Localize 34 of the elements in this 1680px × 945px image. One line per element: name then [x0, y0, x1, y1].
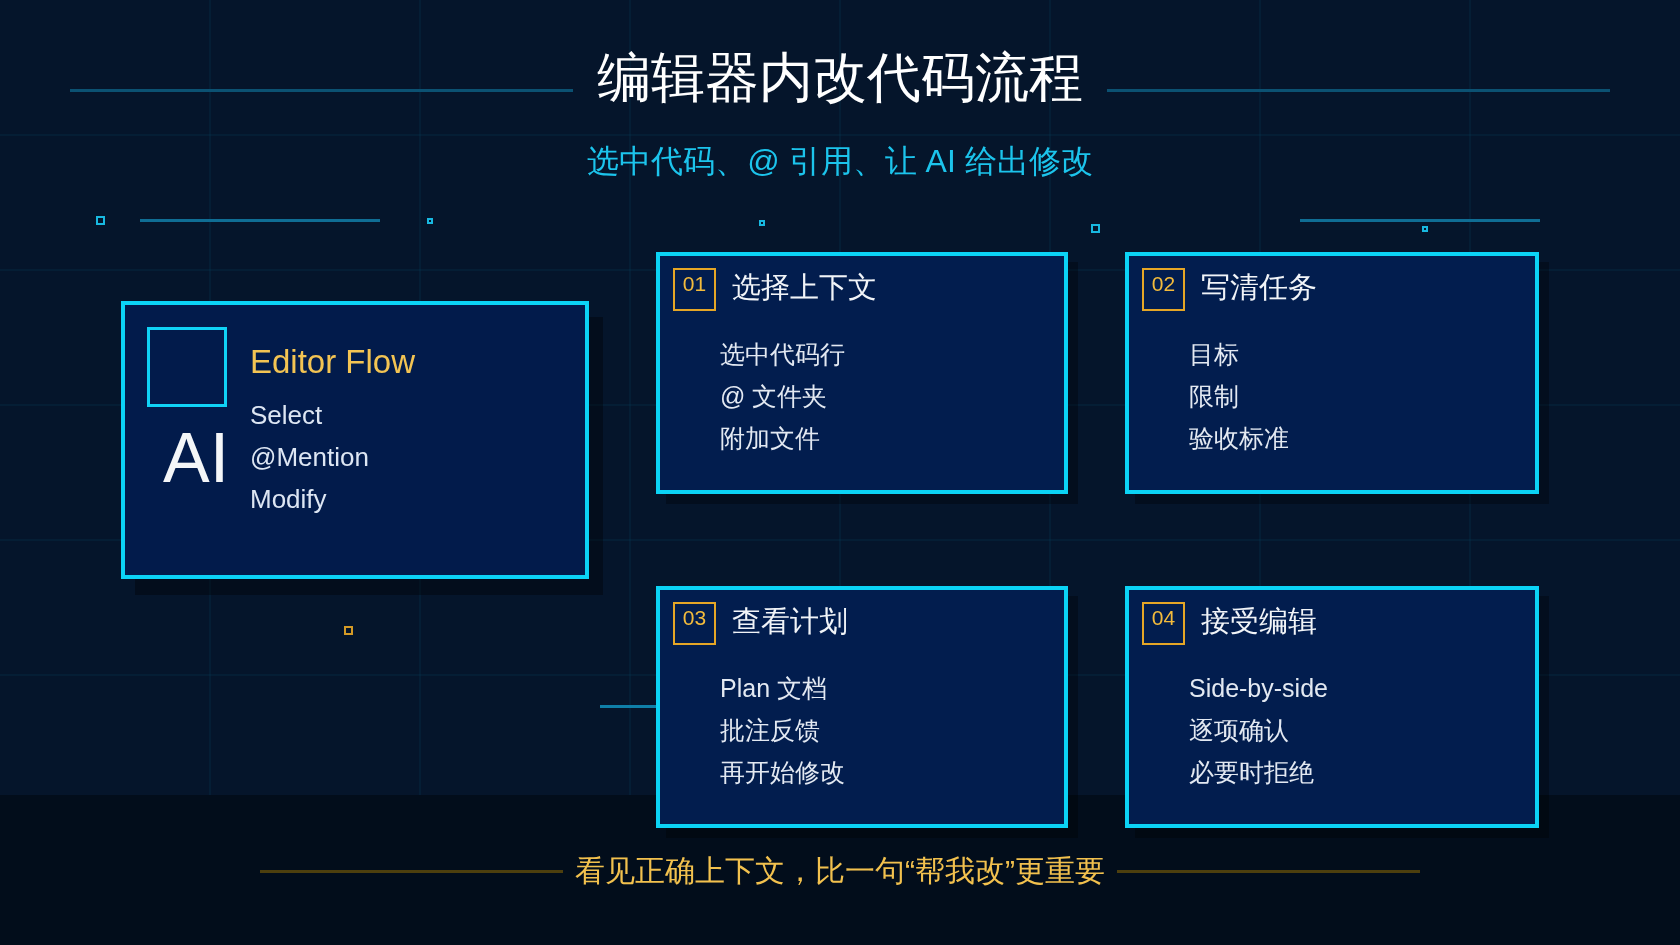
step-heading: 选择上下文	[732, 270, 877, 305]
step-card	[656, 252, 1068, 494]
step-item: 限制	[1189, 381, 1239, 412]
page-title: 编辑器内改代码流程	[597, 46, 1083, 109]
step-item: 必要时拒绝	[1189, 757, 1314, 788]
step-number: 03	[673, 602, 716, 645]
large-abbreviation: AI	[163, 423, 230, 493]
step-item: 批注反馈	[720, 715, 820, 746]
step-item: @ 文件夹	[720, 381, 828, 412]
list-item: Modify	[250, 483, 327, 515]
step-number: 01	[673, 268, 716, 311]
step-item: 逐项确认	[1189, 715, 1289, 746]
step-card	[1125, 586, 1539, 828]
list-item: Select	[250, 399, 323, 431]
step-item: 选中代码行	[720, 339, 845, 370]
step-card	[1125, 252, 1539, 494]
list-item: @Mention	[250, 441, 369, 473]
step-number: 04	[1142, 602, 1185, 645]
step-heading: 写清任务	[1201, 270, 1317, 305]
card-heading: Editor Flow	[250, 342, 416, 382]
step-number: 02	[1142, 268, 1185, 311]
step-card	[656, 586, 1068, 828]
step-item: 再开始修改	[720, 757, 845, 788]
step-heading: 接受编辑	[1201, 604, 1317, 639]
overview-card	[121, 301, 589, 579]
step-heading: 查看计划	[732, 604, 848, 639]
step-item: 验收标准	[1189, 423, 1289, 454]
step-item: 附加文件	[720, 423, 820, 454]
step-item: Side-by-side	[1189, 673, 1328, 704]
caption-text: 看见正确上下文，比一句“帮我改”更重要	[575, 853, 1105, 889]
empty-frame	[147, 327, 227, 407]
step-item: Plan 文档	[720, 673, 827, 704]
subtitle: 选中代码、@ 引用、让 AI 给出修改	[587, 142, 1093, 181]
step-item: 目标	[1189, 339, 1239, 370]
